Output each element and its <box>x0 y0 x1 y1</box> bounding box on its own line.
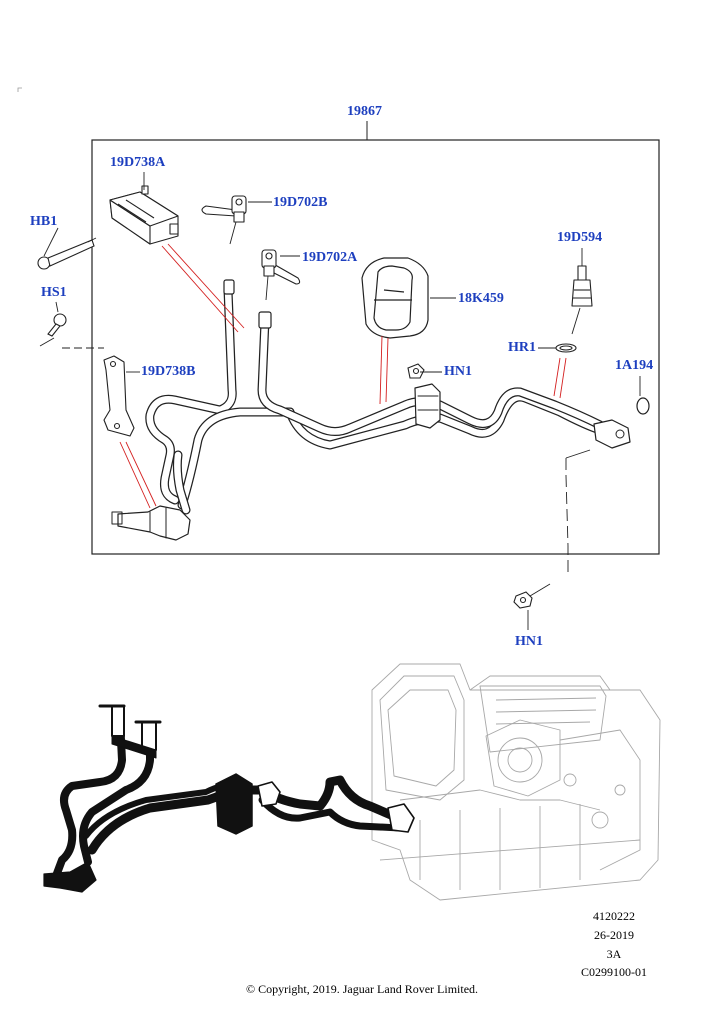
callout-19D702B[interactable]: 19D702B <box>273 195 328 210</box>
callout-HR1[interactable]: HR1 <box>508 340 536 355</box>
o-ring-1A194[interactable] <box>636 397 650 415</box>
clip-nut-HN1[interactable] <box>407 363 425 379</box>
bolt-HB1[interactable] <box>37 239 95 270</box>
valve-19D702B[interactable] <box>201 195 247 223</box>
illustration-date: 26-2019 <box>594 928 634 942</box>
callout-1A194[interactable]: 1A194 <box>615 358 654 373</box>
callout-18K459[interactable]: 18K459 <box>458 291 504 306</box>
callout-19867[interactable]: 19867 <box>347 104 382 119</box>
callout-HB1[interactable]: HB1 <box>30 214 58 229</box>
callout-HN1-lower[interactable]: HN1 <box>515 634 543 649</box>
callout-19D738A[interactable]: 19D738A <box>110 155 166 170</box>
red-leaders <box>119 243 567 509</box>
ac-pipe-assembly[interactable] <box>111 279 631 541</box>
bracket-19D738B[interactable] <box>103 355 135 437</box>
illustration-number: 4120222 <box>593 909 635 923</box>
callout-19D738B[interactable]: 19D738B <box>141 364 196 379</box>
assembly-frame <box>91 139 660 555</box>
callout-19D594[interactable]: 19D594 <box>557 230 603 245</box>
callout-HS1[interactable]: HS1 <box>41 285 67 300</box>
valve-19D702A[interactable] <box>261 249 301 285</box>
callout-HN1[interactable]: HN1 <box>444 364 472 379</box>
callout-19D702A[interactable]: 19D702A <box>302 250 358 265</box>
catalog-code: C0299100-01 <box>581 965 647 979</box>
copyright-notice: © Copyright, 2019. Jaguar Land Rover Lim… <box>245 982 479 996</box>
nut-HN1-lower[interactable] <box>513 591 533 609</box>
leader-lines <box>39 172 641 630</box>
pressure-switch-19D594[interactable] <box>571 265 593 307</box>
pressure-sensor-19D738A[interactable] <box>109 185 179 245</box>
installed-pipes[interactable] <box>43 704 415 893</box>
screw-HS1[interactable] <box>47 313 67 337</box>
insulator-block-18K459[interactable] <box>361 257 429 339</box>
illustration-revision: 3A <box>606 947 622 961</box>
hvac-module-ghost <box>371 663 661 901</box>
ring-HR1[interactable] <box>555 343 577 353</box>
